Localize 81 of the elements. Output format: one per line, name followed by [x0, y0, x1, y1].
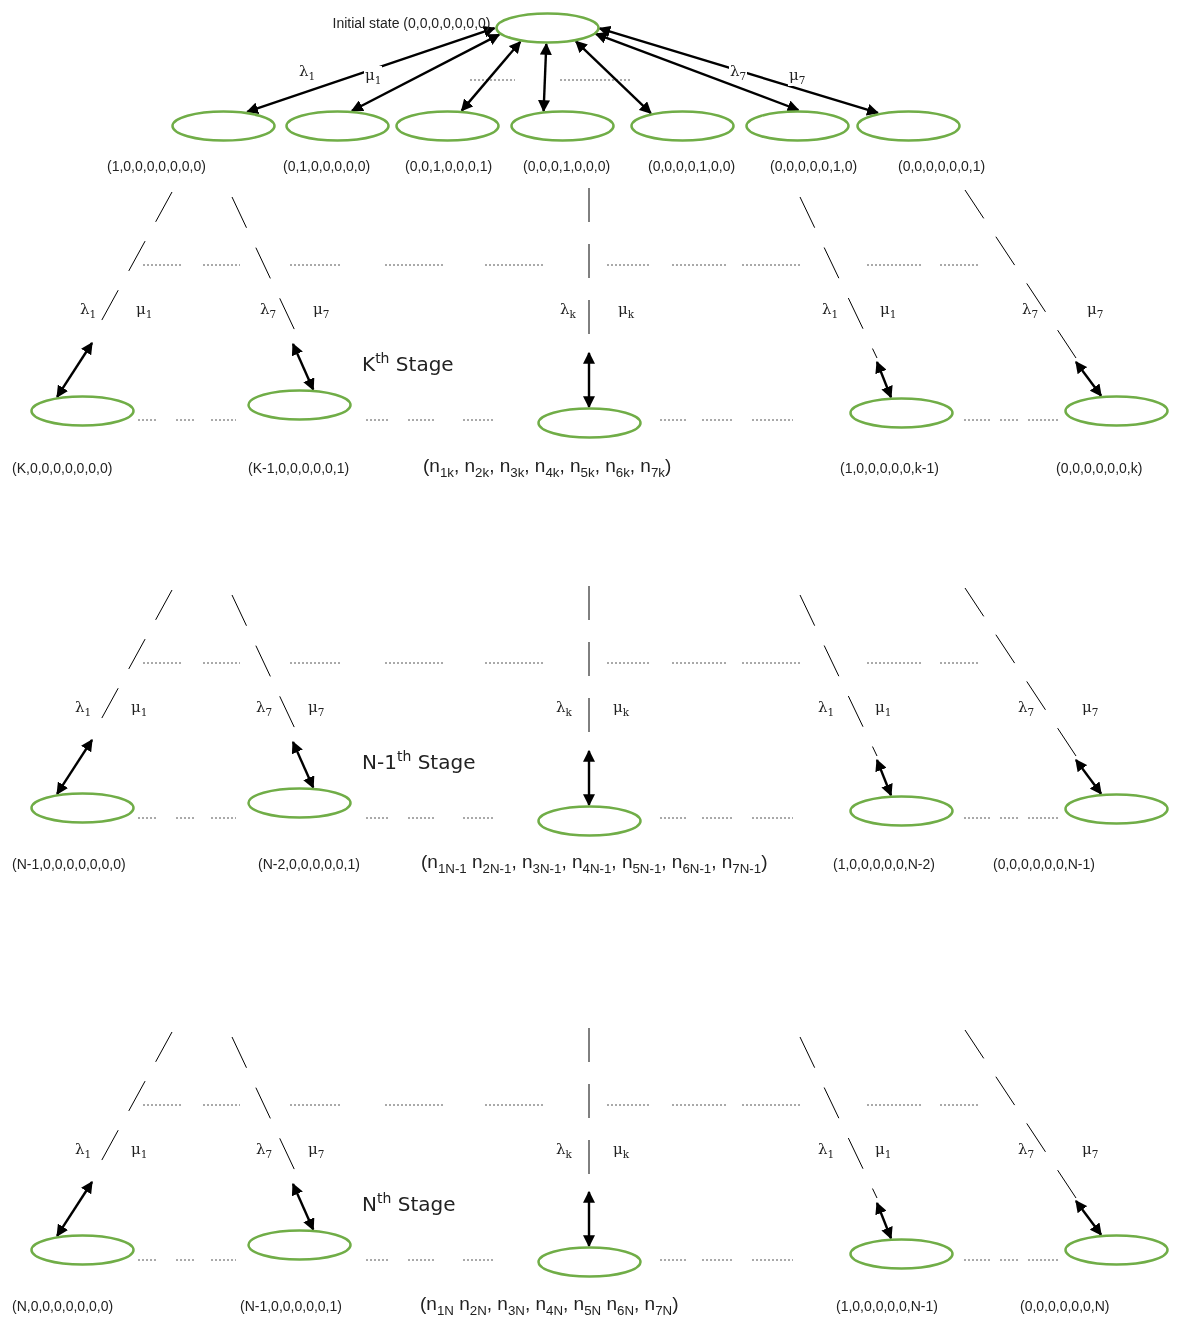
- arrow: [583, 351, 595, 409]
- arrow: [1075, 759, 1103, 795]
- arrow: [291, 342, 315, 391]
- arrow: [291, 740, 315, 789]
- arrow: [875, 758, 893, 797]
- arrow: [1075, 1200, 1103, 1236]
- rate-label: λ$_{1}$: [75, 1140, 92, 1160]
- rate-label: λ$_{7}$: [1018, 698, 1035, 718]
- arrow: [246, 25, 496, 115]
- rate-label: μ$_{k}$: [613, 1140, 630, 1160]
- arrow: [1075, 361, 1103, 397]
- arrow: [875, 1201, 893, 1240]
- state-label: (0,0,0,0,0,0,1): [898, 158, 986, 174]
- rate-label: λ$_{k}$: [556, 698, 572, 718]
- state-label: (1,0,0,0,0,0,N-1): [836, 1298, 938, 1314]
- rate-label: λ$_{7}$: [1022, 300, 1039, 320]
- arrow: [538, 42, 552, 113]
- rate-label: μ$_{1}$: [875, 1140, 892, 1160]
- rate-label: λ$_{1}$: [75, 698, 92, 718]
- edge-label: λ$_{1}$: [298, 62, 317, 82]
- rate-label: μ$_{7}$: [1082, 698, 1099, 718]
- state-label: (K-1,0,0,0,0,0,1): [248, 460, 350, 476]
- rate-label: λ$_{1}$: [80, 300, 97, 320]
- rate-label: μ$_{7}$: [1082, 1140, 1099, 1160]
- rate-label: λ$_{7}$: [256, 698, 273, 718]
- state-label: (0,0,0,0,0,1,0): [770, 158, 858, 174]
- arrow: [875, 360, 893, 399]
- rate-label: μ$_{1}$: [131, 698, 148, 718]
- state-label: (n$_{1N-1}$ n$_{2N-1}$, n$_{3N-1}$, n$_{4N-1}$, n$_{5N-1}$, n$_{6N-1}$, n$_{7N-1}$): [421, 851, 768, 876]
- arrow: [583, 749, 595, 807]
- rate-label: μ$_{1}$: [136, 300, 153, 320]
- rate-label: λ$_{1}$: [818, 1140, 835, 1160]
- state-label: (n$_{1k}$, n$_{2k}$, n$_{3k}$, n$_{4k}$, n$_{5k}$, n$_{6k}$, n$_{7k}$): [423, 455, 672, 480]
- arrow: [291, 1182, 315, 1231]
- rate-label: λ$_{7}$: [260, 300, 277, 320]
- arrow: [598, 25, 880, 116]
- state-label: Initial state (0,0,0,0,0,0,0): [332, 15, 491, 31]
- state-label: (0,0,0,0,0,0,k): [1056, 460, 1143, 476]
- rate-label: μ$_{1}$: [880, 300, 897, 320]
- state-label: (1,0,0,0,0,0,N-2): [833, 856, 935, 872]
- arrow: [583, 1190, 595, 1248]
- rate-label: μ$_{k}$: [613, 698, 630, 718]
- rate-label: μ$_{1}$: [131, 1140, 148, 1160]
- stage-title: K$^{th}$ Stage: [362, 350, 454, 376]
- arrow: [56, 1181, 93, 1237]
- rate-label: μ$_{7}$: [1087, 300, 1104, 320]
- edge-label: λ$_{7}$: [729, 62, 748, 82]
- state-label: (0,0,0,0,1,0,0): [648, 158, 736, 174]
- rate-label: λ$_{k}$: [556, 1140, 572, 1160]
- rate-label: μ$_{7}$: [308, 1140, 325, 1160]
- rate-label: λ$_{k}$: [560, 300, 576, 320]
- stage-title: N$^{th}$ Stage: [362, 1190, 456, 1216]
- state-label: (0,0,0,1,0,0,0): [523, 158, 611, 174]
- rate-label: μ$_{1}$: [875, 698, 892, 718]
- state-label: (K,0,0,0,0,0,0,0): [12, 460, 113, 476]
- edge-label: μ$_{1}$: [364, 66, 383, 86]
- rate-label: λ$_{1}$: [822, 300, 839, 320]
- arrow: [350, 33, 501, 112]
- rate-label: λ$_{7}$: [256, 1140, 273, 1160]
- stage-title: N-1$^{th}$ Stage: [362, 748, 476, 774]
- rate-label: λ$_{1}$: [818, 698, 835, 718]
- state-label: (1,0,0,0,0,0,k-1): [840, 460, 939, 476]
- state-label: (n$_{1N}$ n$_{2N}$, n$_{3N}$, n$_{4N}$, n$_{5N}$ n$_{6N}$, n$_{7N}$): [420, 1293, 679, 1318]
- arrow: [575, 40, 652, 114]
- rate-label: λ$_{7}$: [1018, 1140, 1035, 1160]
- state-label: (N,0,0,0,0,0,0,0): [12, 1298, 114, 1314]
- arrow: [56, 739, 93, 795]
- state-label: (N-2,0,0,0,0,0,1): [258, 856, 360, 872]
- arrow: [460, 40, 522, 112]
- state-label: (0,0,0,0,0,0,N): [1020, 1298, 1110, 1314]
- state-label: (0,1,0,0,0,0,0): [283, 158, 371, 174]
- state-label: (0,0,0,0,0,0,N-1): [993, 856, 1095, 872]
- state-label: (N-1,0,0,0,0,0,0,0): [12, 856, 126, 872]
- rate-label: μ$_{7}$: [313, 300, 330, 320]
- state-label: (N-1,0,0,0,0,0,1): [240, 1298, 342, 1314]
- state-label: (1,0,0,0,0,0,0,0): [107, 158, 206, 174]
- rate-label: μ$_{7}$: [308, 698, 325, 718]
- rate-label: μ$_{k}$: [618, 300, 635, 320]
- state-label: (0,0,1,0,0,0,1): [405, 158, 493, 174]
- arrow: [594, 32, 800, 112]
- arrow: [56, 342, 93, 398]
